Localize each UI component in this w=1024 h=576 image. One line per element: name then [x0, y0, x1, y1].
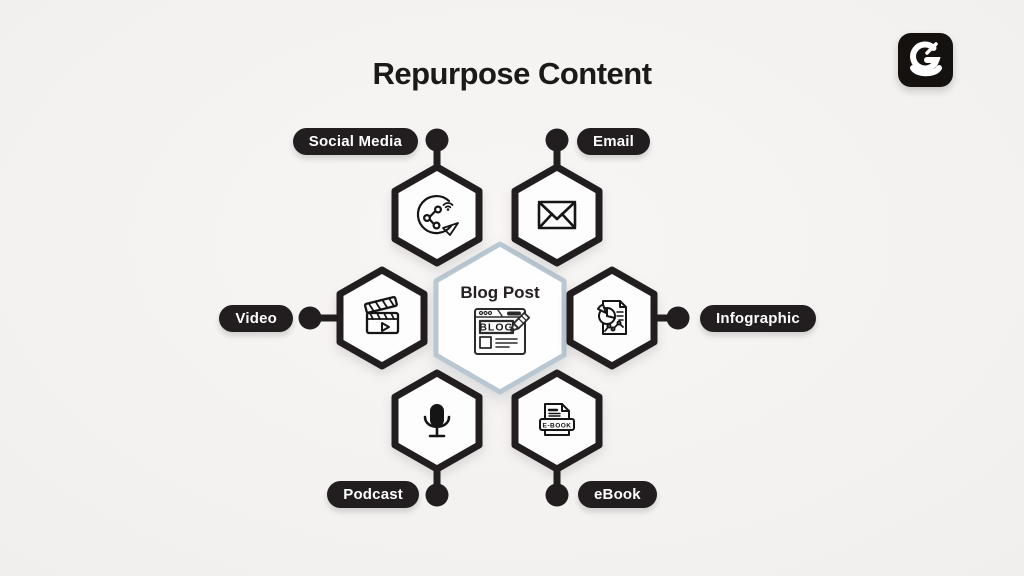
- label-pill-video: Video: [219, 305, 293, 332]
- center-hexagon: [433, 241, 567, 395]
- label-pill-infographic: Infographic: [700, 305, 816, 332]
- blog-icon-text: BLOG: [479, 321, 513, 333]
- center-label: Blog Post: [460, 283, 540, 302]
- connector-dot-video: [298, 306, 322, 330]
- label-pill-ebook: eBook: [578, 481, 657, 508]
- connector-dot-social-media: [425, 128, 449, 152]
- clapperboard-icon: [363, 295, 400, 335]
- connector-dot-podcast: [425, 483, 449, 507]
- connector-dot-ebook: [545, 483, 569, 507]
- share-network-icon: [416, 194, 459, 236]
- page-title: Repurpose Content: [372, 56, 652, 91]
- hexagon-email: [511, 163, 603, 267]
- connector-dot-email: [545, 128, 569, 152]
- ebook-document-icon: E-BOOK: [539, 403, 575, 436]
- blog-page-icon: BLOG: [474, 308, 531, 355]
- label-pill-email: Email: [577, 128, 651, 155]
- label-pill-social-media: Social Media: [292, 128, 418, 155]
- label-pill-podcast: Podcast: [327, 481, 419, 508]
- connector-dots: [298, 128, 690, 507]
- microphone-icon: [423, 404, 451, 438]
- hexagon-social-media: [391, 163, 483, 267]
- gauge-g-icon: [909, 41, 942, 77]
- connector-dot-infographic: [666, 306, 690, 330]
- brand-logo: [898, 33, 953, 87]
- hexagon-video: [336, 266, 428, 370]
- pie-chart-document-icon: [597, 300, 627, 335]
- ebook-icon-text: E-BOOK: [543, 422, 572, 429]
- envelope-icon: [537, 200, 577, 230]
